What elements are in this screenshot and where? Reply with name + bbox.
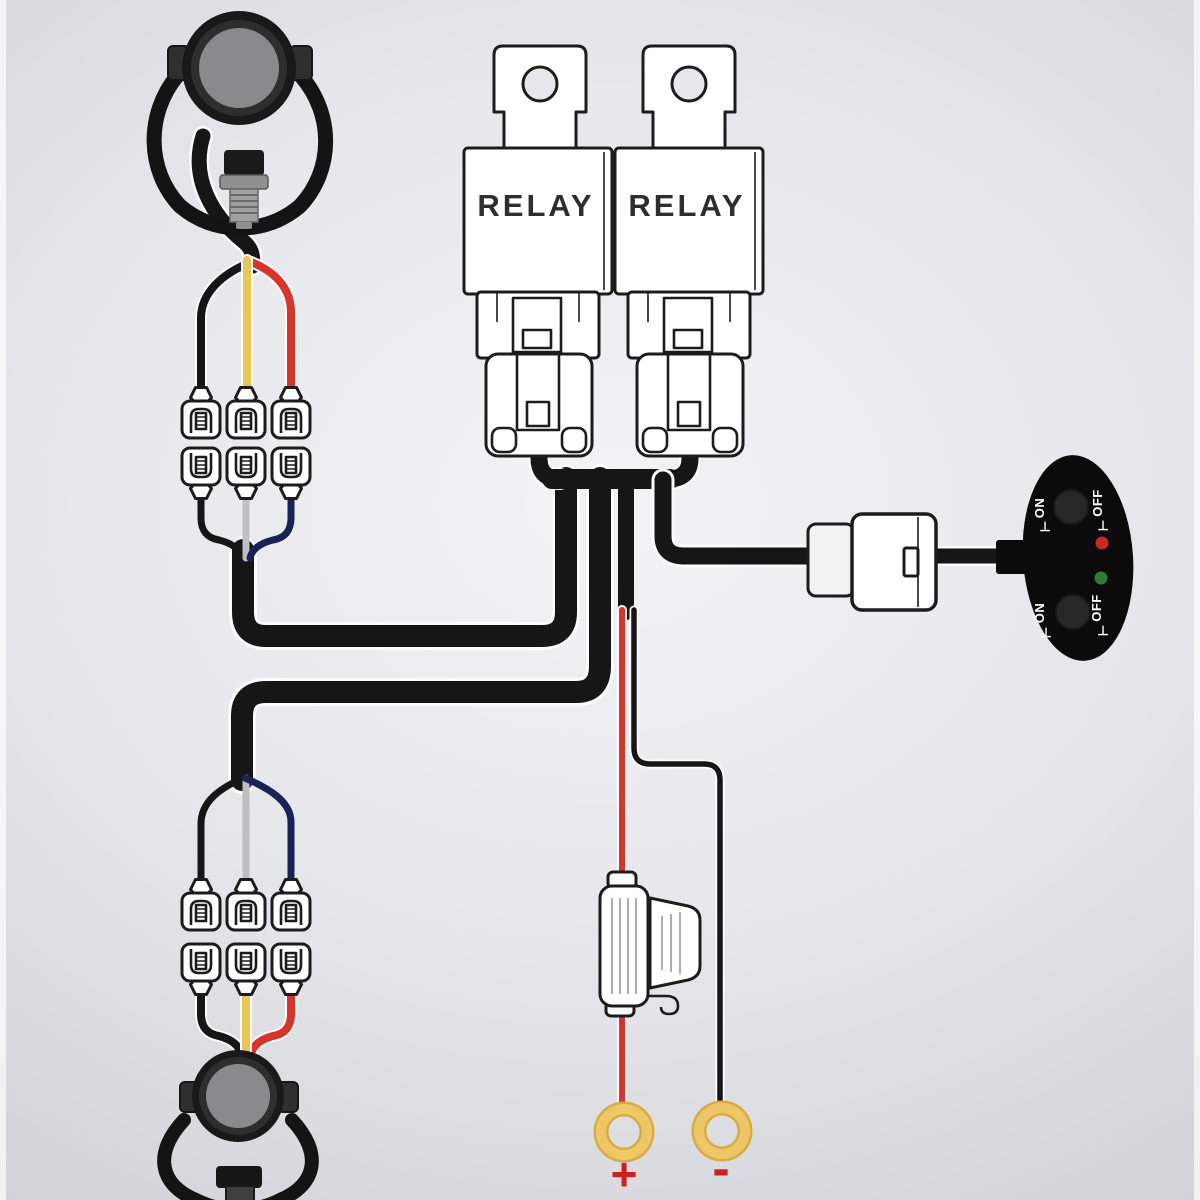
pod-light-top bbox=[146, 11, 334, 236]
connector-plug bbox=[806, 522, 856, 598]
switch-connector bbox=[806, 512, 938, 612]
wire-switch-halo bbox=[663, 480, 818, 556]
led-indicator-green bbox=[1094, 571, 1108, 585]
pod-light-bottom bbox=[157, 1050, 319, 1200]
light-lens bbox=[206, 1064, 270, 1128]
light-bracket bbox=[157, 1113, 319, 1200]
spade-terminal-male bbox=[270, 386, 312, 440]
wire-lower-black bbox=[201, 779, 241, 882]
mounting-hole-icon bbox=[521, 65, 559, 103]
fuse-clip-hook bbox=[648, 994, 680, 1016]
relay-socket bbox=[475, 290, 601, 458]
spade-terminal-female bbox=[225, 446, 267, 500]
mount-block bbox=[224, 150, 264, 176]
spade-terminal-male bbox=[180, 878, 222, 932]
positive-label: + bbox=[611, 1148, 638, 1200]
spade-terminal-female bbox=[225, 942, 267, 996]
terminal-group-upper bbox=[180, 386, 312, 500]
switch-panel bbox=[1022, 455, 1134, 661]
spade-terminal-male bbox=[225, 386, 267, 440]
inline-fuse-holder bbox=[598, 870, 702, 1018]
spade-terminal-male bbox=[180, 386, 222, 440]
switch-on-label: ON bbox=[1032, 603, 1047, 624]
bolt-cap bbox=[219, 174, 269, 190]
relay-label: RELAY bbox=[628, 188, 745, 223]
power-symbol: ⊥ bbox=[1040, 625, 1051, 640]
ring-terminal-positive-face bbox=[596, 1104, 652, 1160]
spade-terminal-female bbox=[270, 446, 312, 500]
wire-upper2-blue bbox=[250, 496, 291, 558]
bolt-tip bbox=[236, 222, 252, 229]
thread-lines bbox=[230, 194, 258, 214]
fuse-cap-slats bbox=[661, 912, 681, 974]
switch-on-label: ON bbox=[1032, 498, 1047, 519]
switch-button-bottom bbox=[1055, 594, 1091, 630]
fuse-body bbox=[598, 884, 650, 1008]
power-symbol: ⊥ bbox=[1097, 518, 1108, 533]
wire-lower-blue bbox=[245, 778, 291, 882]
spade-terminal-female bbox=[270, 942, 312, 996]
fuse-cap bbox=[648, 896, 702, 990]
power-symbol: ⊥ bbox=[1039, 519, 1050, 534]
wire-negative-black bbox=[634, 610, 720, 1108]
rocker-switch: ON ⊥ OFF ⊥ ON ⊥ OFF ⊥ bbox=[996, 455, 1134, 661]
battery-terminals: + - bbox=[593, 1100, 753, 1200]
relay-label: RELAY bbox=[477, 188, 594, 223]
relay-socket bbox=[626, 290, 752, 458]
light-lens bbox=[199, 28, 279, 108]
spade-terminal-male bbox=[270, 878, 312, 932]
fuse-body-slats bbox=[611, 898, 637, 994]
relay-left: RELAY bbox=[462, 44, 614, 458]
led-indicator-red bbox=[1095, 536, 1109, 550]
switch-button-top bbox=[1053, 489, 1089, 525]
bolt-thread bbox=[229, 188, 259, 223]
spade-terminal-female bbox=[180, 446, 222, 500]
power-symbol: ⊥ bbox=[1097, 623, 1108, 638]
wire-gnd-halo bbox=[634, 610, 720, 1108]
mounting-hole-icon bbox=[670, 65, 708, 103]
wire-ur-halo bbox=[251, 262, 291, 390]
connector-socket bbox=[850, 512, 938, 612]
switch-off-label: OFF bbox=[1089, 594, 1104, 622]
negative-label: - bbox=[712, 1140, 729, 1198]
relay-right: RELAY bbox=[613, 44, 765, 458]
mount-stud bbox=[225, 1185, 255, 1200]
ring-terminal-negative-face bbox=[694, 1103, 750, 1159]
switch-off-label: OFF bbox=[1090, 489, 1105, 517]
spade-terminal-female bbox=[180, 942, 222, 996]
terminal-group-lower bbox=[180, 878, 312, 996]
spade-terminal-male bbox=[225, 878, 267, 932]
connector-latch bbox=[902, 546, 920, 578]
mount-block bbox=[216, 1166, 262, 1188]
wire-upper2-black bbox=[201, 496, 242, 558]
